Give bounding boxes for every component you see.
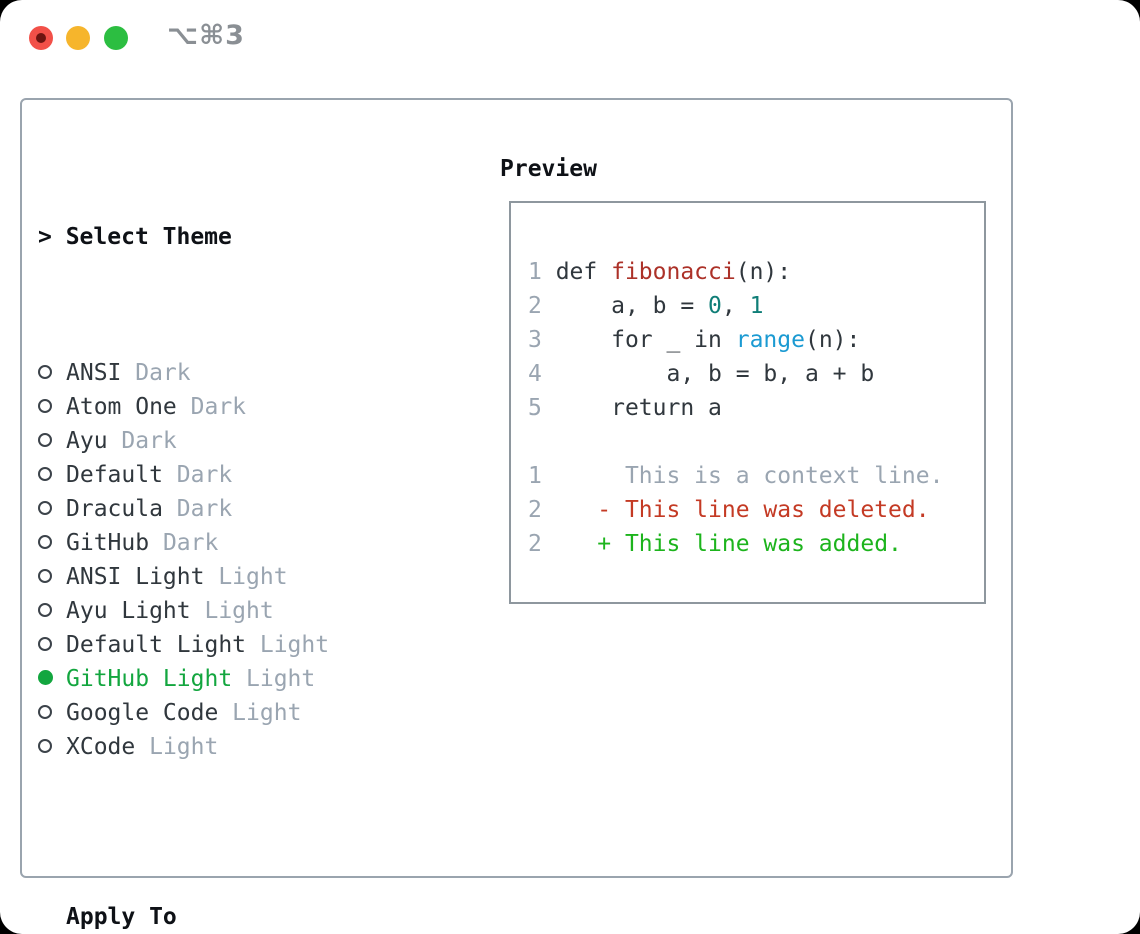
option-variant-label: Dark: [149, 530, 219, 556]
option-label: Default: [66, 462, 163, 488]
option-variant-label: Dark: [162, 462, 233, 488]
line-number: 2: [528, 531, 598, 557]
option-label: Ayu: [66, 428, 108, 454]
radio-selected-icon: [38, 670, 53, 685]
theme-option-default-dark[interactable]: Default Dark: [38, 458, 426, 492]
theme-option-ansi-dark[interactable]: ANSI Dark: [38, 356, 426, 390]
option-variant-label: Light: [246, 632, 330, 658]
code-line: 1 def fibonacci(n):: [528, 259, 792, 285]
close-button[interactable]: [29, 26, 53, 50]
option-label: ANSI Light: [66, 564, 205, 590]
focus-caret-icon: >: [38, 224, 66, 250]
line-number: 3: [528, 327, 556, 353]
radio-icon: [38, 739, 52, 753]
option-label: Default Light: [66, 632, 247, 658]
line-number: 4: [528, 361, 556, 387]
radio-icon: [38, 467, 52, 481]
option-variant-label: Light: [204, 564, 288, 590]
radio-icon: [38, 501, 52, 515]
theme-option-ayu-dark[interactable]: Ayu Dark: [38, 424, 426, 458]
theme-option-xcode-light[interactable]: XCode Light: [38, 730, 426, 764]
theme-option-github-light-light[interactable]: GitHub Light Light: [38, 662, 426, 696]
radio-icon: [38, 535, 52, 549]
apply-to-header: Apply To: [38, 900, 426, 934]
theme-option-dracula-dark[interactable]: Dracula Dark: [38, 492, 426, 526]
theme-option-github-dark[interactable]: GitHub Dark: [38, 526, 426, 560]
theme-picker-panel: [20, 98, 1013, 878]
blank-line: [528, 425, 943, 459]
option-variant-label: Light: [135, 734, 219, 760]
option-variant-label: Light: [218, 700, 302, 726]
preview-header: Preview: [500, 156, 597, 182]
apply-to-label: Apply To: [66, 904, 177, 930]
theme-option-ayu-light-light[interactable]: Ayu Light Light: [38, 594, 426, 628]
diff-line: 2 - This line was deleted.: [528, 497, 930, 523]
radio-icon: [38, 705, 52, 719]
code-line: 5 return a: [528, 395, 722, 421]
option-label: Dracula: [66, 496, 163, 522]
line-number: 1: [528, 463, 598, 489]
radio-icon: [38, 433, 52, 447]
line-number: 2: [528, 293, 556, 319]
theme-option-google-code-light[interactable]: Google Code Light: [38, 696, 426, 730]
option-variant-label: Light: [190, 598, 274, 624]
radio-icon: [38, 603, 52, 617]
option-label: Atom One: [66, 394, 177, 420]
option-variant-label: Dark: [107, 428, 177, 454]
radio-icon: [38, 569, 52, 583]
close-dot-icon: [36, 33, 46, 43]
zoom-button[interactable]: [104, 26, 128, 50]
preview-box: 1 def fibonacci(n): 2 a, b = 0, 1 3 for _ …: [509, 201, 986, 604]
line-number: 1: [528, 259, 556, 285]
code-line: 2 a, b = 0, 1: [528, 293, 764, 319]
code-preview: 1 def fibonacci(n): 2 a, b = 0, 1 3 for _ …: [528, 255, 943, 561]
window-title-shortcut: ⌥⌘3: [167, 20, 245, 51]
theme-option-default-light-light[interactable]: Default Light Light: [38, 628, 426, 662]
option-variant-label: Dark: [162, 496, 233, 522]
option-variant-label: Light: [232, 666, 316, 692]
code-line: 4 a, b = b, a + b: [528, 361, 875, 387]
minimize-button[interactable]: [66, 26, 90, 50]
option-label: Ayu Light: [66, 598, 191, 624]
theme-option-atom-one-dark[interactable]: Atom One Dark: [38, 390, 426, 424]
option-variant-label: Dark: [121, 360, 191, 386]
code-line: 3 for _ in range(n):: [528, 327, 861, 353]
diff-line: 2 + This line was added.: [528, 531, 902, 557]
select-theme-header: > Select Theme: [38, 220, 426, 254]
radio-icon: [38, 365, 52, 379]
diff-line: 1 This is a context line.: [528, 463, 944, 489]
option-variant-label: Dark: [176, 394, 247, 420]
option-label: GitHub: [66, 530, 150, 556]
option-label: GitHub Light: [66, 666, 233, 692]
line-number: 2: [528, 497, 598, 523]
line-number: 5: [528, 395, 556, 421]
option-label: ANSI: [66, 360, 122, 386]
option-label: Google Code: [66, 700, 219, 726]
select-theme-label: Select Theme: [65, 224, 232, 250]
theme-option-ansi-light-light[interactable]: ANSI Light Light: [38, 560, 426, 594]
radio-icon: [38, 637, 52, 651]
option-label: XCode: [66, 734, 136, 760]
radio-icon: [38, 399, 52, 413]
